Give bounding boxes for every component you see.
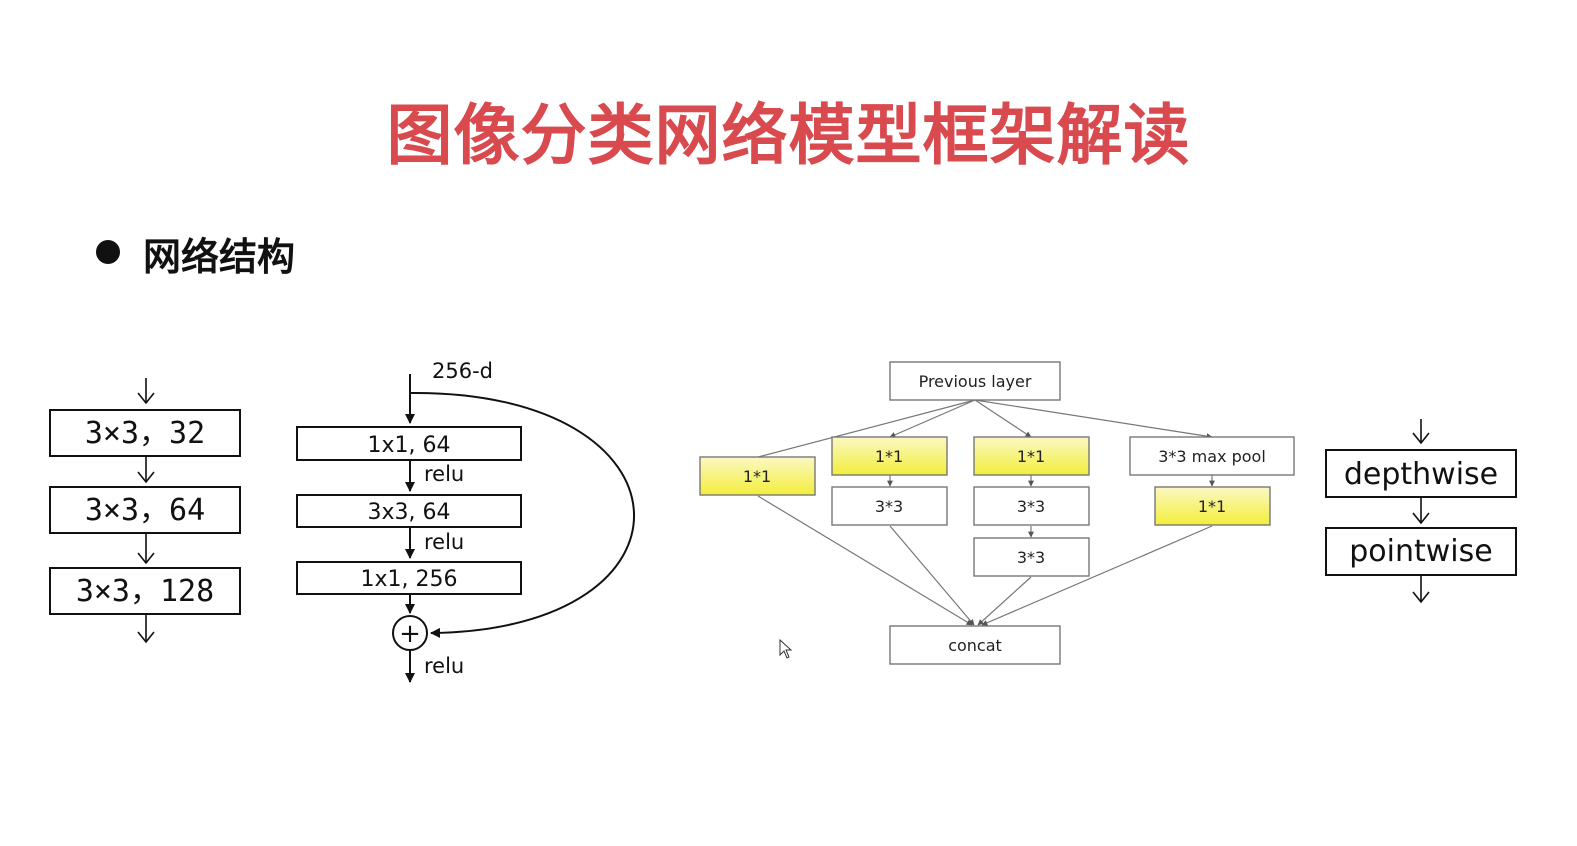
relu-label: relu [424, 462, 464, 486]
inception-module: Previous layer 1*1 1*1 3*3 1*1 3*3 3*3 3… [699, 361, 1295, 665]
inception-concat: concat [889, 625, 1061, 665]
separable-layer: pointwise [1325, 527, 1517, 576]
resnet-layer-label: 3x3, 64 [368, 500, 451, 525]
resnet-layer-label: 1x1, 64 [368, 433, 451, 458]
vgg-layer: 3×3，32 [49, 409, 241, 457]
inception-connectors [757, 399, 1215, 626]
branch-label: 1*1 [1198, 497, 1226, 516]
branch-label: 3*3 [1017, 548, 1045, 567]
relu-label: relu [424, 654, 464, 678]
resnet-block: 256-d 1x1, 64 relu 3x3, 64 relu 1x1, 256… [296, 359, 636, 683]
vgg-layer: 3×3，128 [49, 567, 241, 615]
inception-branch-1x1: 1*1 [699, 456, 816, 496]
page-title: 图像分类网络模型框架解读 [386, 97, 1191, 174]
vgg-layer: 3×3，64 [49, 486, 241, 534]
concat-label: concat [948, 636, 1002, 655]
separable-layer-label: pointwise [1349, 534, 1492, 569]
separable-conv: depthwise pointwise [1325, 419, 1517, 604]
branch-label: 1*1 [1017, 447, 1045, 466]
relu-label: relu [424, 530, 464, 554]
vgg-arrows [137, 378, 155, 644]
separable-layer-label: depthwise [1344, 457, 1498, 492]
branch-label: 3*3 max pool [1158, 447, 1266, 466]
inception-branch-3: 1*1 3*3 3*3 [973, 436, 1090, 577]
add-node: + [392, 615, 428, 651]
mouse-cursor-icon [779, 638, 793, 659]
vgg-layer-label: 3×3，128 [76, 574, 214, 609]
branch-label: 3*3 [1017, 497, 1045, 516]
branch-label: 3*3 [875, 497, 903, 516]
resnet-layer: 3x3, 64 [296, 494, 522, 528]
branch-label: 1*1 [875, 447, 903, 466]
vgg-layer-label: 3×3，32 [85, 416, 205, 451]
resnet-layer: 1x1, 256 [296, 561, 522, 595]
resnet-input-label: 256-d [432, 359, 493, 383]
vgg-layer-label: 3×3，64 [85, 493, 205, 528]
inception-previous-layer: Previous layer [889, 361, 1061, 401]
add-symbol: + [399, 619, 421, 649]
resnet-layer: 1x1, 64 [296, 426, 522, 461]
inception-branch-4: 3*3 max pool 1*1 [1129, 436, 1295, 526]
previous-layer-label: Previous layer [919, 372, 1032, 391]
separable-layer: depthwise [1325, 449, 1517, 498]
resnet-layer-label: 1x1, 256 [361, 567, 458, 592]
bullet-icon [96, 240, 120, 264]
vgg-stack: 3×3，32 3×3，64 3×3，128 [49, 378, 241, 644]
skip-connection [409, 391, 636, 638]
section-heading: 网络结构 [143, 235, 296, 279]
inception-branch-2: 1*1 3*3 [831, 436, 948, 526]
branch-label: 1*1 [743, 467, 771, 486]
